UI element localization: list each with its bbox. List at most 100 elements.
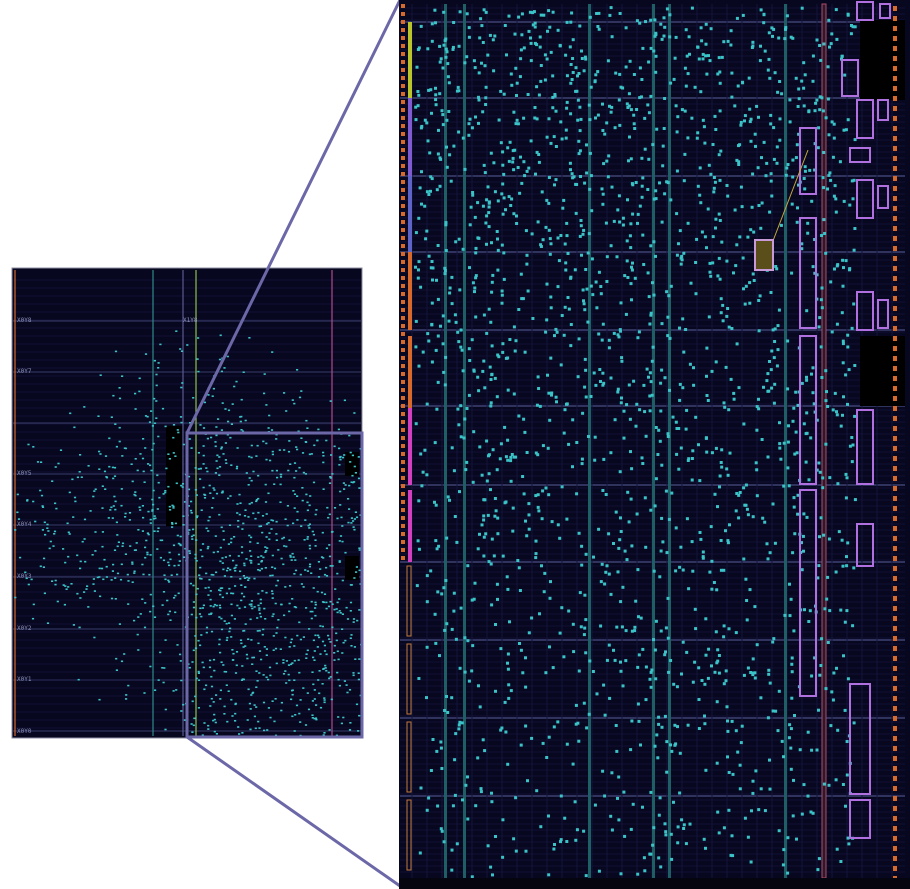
zoom-cell: [779, 457, 783, 461]
zoom-cell: [690, 6, 694, 10]
zoom-cell: [547, 228, 551, 232]
overview-cell: [261, 633, 264, 636]
overview-cell: [320, 556, 324, 558]
overview-cell: [214, 721, 217, 724]
zoom-cell: [845, 564, 849, 568]
zoom-cell: [556, 523, 560, 527]
zoom-cell: [852, 248, 856, 252]
zoom-cell: [496, 268, 500, 272]
overview-cell: [232, 652, 235, 655]
overview-cell: [323, 650, 327, 652]
overview-cell: [212, 574, 215, 576]
zoom-cell: [553, 334, 556, 338]
zoom-cell: [742, 673, 746, 677]
zoom-cell: [660, 516, 664, 520]
overview-cell: [314, 513, 317, 516]
zoom-hard-blocks: [799, 1, 891, 839]
zoom-cell: [675, 452, 679, 456]
zoom-io-pad: [893, 306, 897, 311]
overview-cell: [131, 581, 134, 583]
zoom-cell: [629, 222, 633, 226]
zoom-cell: [429, 769, 433, 772]
overview-cell: [250, 479, 253, 482]
overview-cell: [259, 602, 262, 605]
zoom-cell: [826, 575, 830, 579]
zoom-cell: [579, 117, 583, 121]
zoom-cell: [548, 596, 552, 600]
overview-cell: [134, 408, 137, 410]
region-label-x0y8: X0Y8: [17, 317, 32, 324]
zoom-cell: [684, 427, 688, 431]
overview-cell: [120, 504, 123, 507]
zoom-cell: [788, 723, 792, 727]
zoom-io-pad: [893, 126, 897, 131]
zoom-left-io-pad: [401, 356, 405, 360]
zoom-cell: [507, 696, 511, 700]
zoom-cell: [533, 116, 537, 120]
zoom-cell: [580, 457, 584, 461]
zoom-cell: [741, 13, 745, 17]
zoom-cell: [466, 817, 470, 821]
zoom-cell: [547, 873, 551, 877]
zoom-cell: [610, 35, 614, 39]
zoom-cell: [540, 517, 544, 521]
zoom-io-pad: [893, 216, 897, 221]
zoom-cell: [803, 608, 806, 612]
zoom-cell: [500, 301, 504, 305]
zoom-cell: [435, 407, 439, 411]
overview-cell: [224, 408, 227, 410]
zoom-cell: [623, 834, 627, 838]
zoom-cell: [499, 442, 503, 446]
zoom-cell: [499, 141, 503, 145]
overview-cell: [190, 535, 194, 538]
overview-cell: [202, 604, 205, 607]
zoom-cell: [500, 726, 504, 730]
overview-cell: [264, 567, 267, 569]
zoom-cell: [607, 338, 611, 342]
overview-cell: [120, 488, 123, 490]
zoom-cell: [831, 155, 835, 159]
zoom-cell: [768, 210, 772, 214]
zoom-cell: [625, 403, 629, 407]
overview-cell: [203, 401, 206, 404]
zoom-cell: [681, 640, 685, 644]
zoom-cell: [851, 624, 855, 628]
overview-cell: [114, 577, 117, 579]
overview-cell: [174, 611, 177, 614]
zoom-cell: [725, 184, 729, 187]
zoom-cell: [750, 809, 753, 813]
zoom-cell: [749, 671, 753, 674]
overview-cell: [56, 600, 59, 603]
overview-cell: [85, 588, 88, 590]
zoom-cell: [769, 179, 773, 183]
zoom-clock-spine: [408, 408, 412, 485]
overview-cell: [214, 535, 217, 537]
zoom-cell: [610, 185, 614, 189]
overview-cell: [296, 369, 299, 371]
zoom-cell: [585, 287, 589, 291]
zoom-cell: [559, 234, 563, 237]
overview-cell: [116, 545, 119, 548]
zoom-cell: [506, 652, 510, 656]
zoom-cell: [583, 593, 587, 597]
zoom-cell: [577, 669, 581, 673]
zoom-cell: [639, 743, 642, 747]
overview-cell: [81, 540, 84, 543]
zoom-cell: [794, 390, 798, 394]
zoom-cell: [607, 346, 611, 350]
overview-cell: [146, 551, 149, 554]
overview-cell: [207, 586, 210, 589]
zoom-cell: [568, 45, 572, 49]
zoom-cell: [474, 804, 478, 808]
zoom-cell: [837, 530, 841, 534]
zoom-cell: [791, 419, 795, 423]
overview-cell: [221, 402, 224, 404]
zoom-cell: [666, 432, 670, 436]
zoom-cell: [714, 226, 717, 230]
zoom-cell: [649, 313, 653, 317]
zoom-cell: [417, 260, 421, 264]
zoom-cell: [792, 406, 796, 410]
overview-cell: [341, 652, 344, 654]
zoom-cell: [547, 201, 551, 205]
